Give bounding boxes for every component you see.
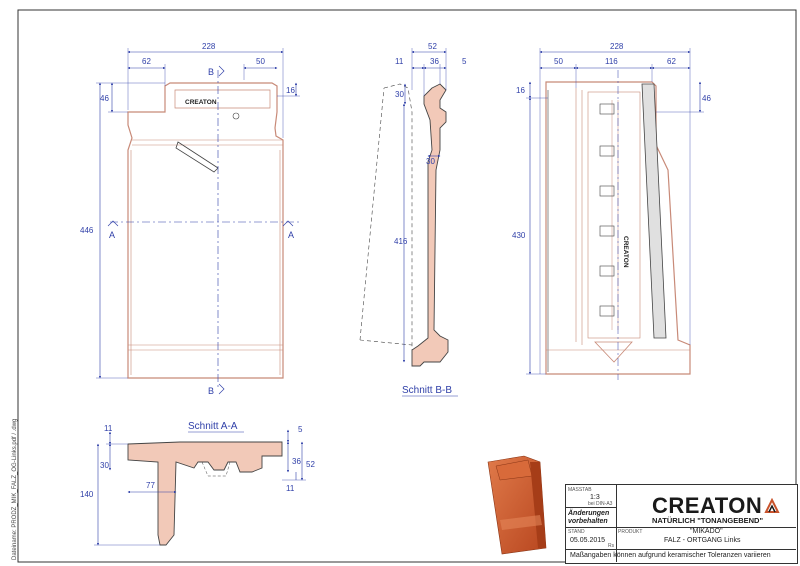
side-dimensions: 52 11 36 5 30 30 416: [394, 42, 467, 363]
side-dim-11: 11: [395, 57, 404, 66]
changes-label: Änderungen vorbehalten: [568, 510, 610, 525]
aa-dim-11-left: 11: [104, 424, 113, 433]
side-dim-5: 5: [462, 57, 467, 66]
aa-dim-140: 140: [80, 490, 94, 499]
title-block-left-column: [566, 485, 617, 562]
aa-dim-36: 36: [292, 457, 301, 466]
front-dimensions: 228 62 50 446 46 16 A A B B: [80, 42, 300, 396]
back-dimensions: 228 50 116 62 16 46 430: [512, 42, 711, 375]
side-dim-30-mid: 30: [426, 157, 435, 166]
brand-mark-icon: [764, 498, 780, 513]
brand-name: CREATON: [652, 493, 763, 518]
side-dim-52: 52: [428, 42, 437, 51]
back-dim-16: 16: [516, 86, 525, 95]
front-tile-mark: CREATON: [185, 99, 217, 106]
tile-3d-picture: [487, 455, 547, 555]
front-dim-16: 16: [286, 86, 295, 95]
front-dim-width: 228: [202, 42, 216, 51]
front-dim-height: 446: [80, 226, 94, 235]
back-dim-228: 228: [610, 42, 624, 51]
date-suffix: Rs: [608, 543, 615, 549]
back-dim-430: 430: [512, 231, 526, 240]
title-block: MASSTAB 1:3 bei DIN-A3 Änderungen vorbeh…: [565, 484, 798, 564]
sheet-border: [17, 9, 797, 563]
front-dim-46: 46: [100, 94, 109, 103]
date-value: 05.05.2015: [570, 537, 606, 544]
side-view: Schnitt B-B: [359, 83, 458, 397]
back-dim-62: 62: [667, 57, 676, 66]
back-dim-46: 46: [702, 94, 711, 103]
section-aa-view: Schnitt A-A: [127, 421, 283, 546]
front-view: CREATON: [110, 70, 300, 390]
side-view-title: Schnitt B-B: [402, 385, 452, 396]
product-part: FALZ - ORTGANG Links: [664, 537, 741, 544]
section-aa-dimensions: 11 30 140 77 5 36 52 11: [80, 424, 315, 546]
back-dim-116: 116: [605, 57, 618, 66]
side-dim-416: 416: [394, 237, 408, 246]
side-dim-36: 36: [430, 57, 439, 66]
aa-dim-5: 5: [298, 425, 303, 434]
section-a-left: A: [109, 230, 115, 240]
file-path-sidebar: Dateiname: PRODZ_MIK_FALZ_OG-Links.pdf /…: [2, 120, 18, 560]
brand-logo: CREATON NATÜRLICH "TONANGEBEND": [652, 493, 780, 525]
section-a-right: A: [288, 230, 294, 240]
scale-note: bei DIN-A3: [588, 501, 613, 507]
section-b-top: B: [208, 67, 214, 77]
aa-dim-52: 52: [306, 460, 315, 469]
scale-value: 1:3: [590, 494, 600, 501]
back-dim-50: 50: [554, 57, 563, 66]
aa-dim-30: 30: [100, 461, 109, 470]
scale-label: MASSTAB: [568, 487, 592, 493]
back-view: CREATON: [545, 70, 691, 380]
section-aa-title: Schnitt A-A: [188, 421, 238, 432]
product-label: PRODUKT: [618, 529, 643, 535]
aa-dim-11-right: 11: [286, 484, 295, 493]
front-dim-left: 62: [142, 57, 151, 66]
brand-slogan: NATÜRLICH "TONANGEBEND": [652, 516, 763, 525]
file-path-text: Dateiname: PRODZ_MIK_FALZ_OG-Links.pdf /…: [12, 418, 18, 560]
side-dim-30-top: 30: [395, 90, 404, 99]
back-tile-mark: CREATON: [622, 236, 629, 268]
front-dim-right: 50: [256, 57, 265, 66]
section-b-bottom: B: [208, 386, 214, 396]
aa-dim-77: 77: [146, 481, 155, 490]
product-name: "MIKADO": [690, 528, 723, 535]
date-label: STAND: [568, 529, 585, 535]
disclaimer: Maßangaben können aufgrund keramischer T…: [570, 552, 771, 559]
